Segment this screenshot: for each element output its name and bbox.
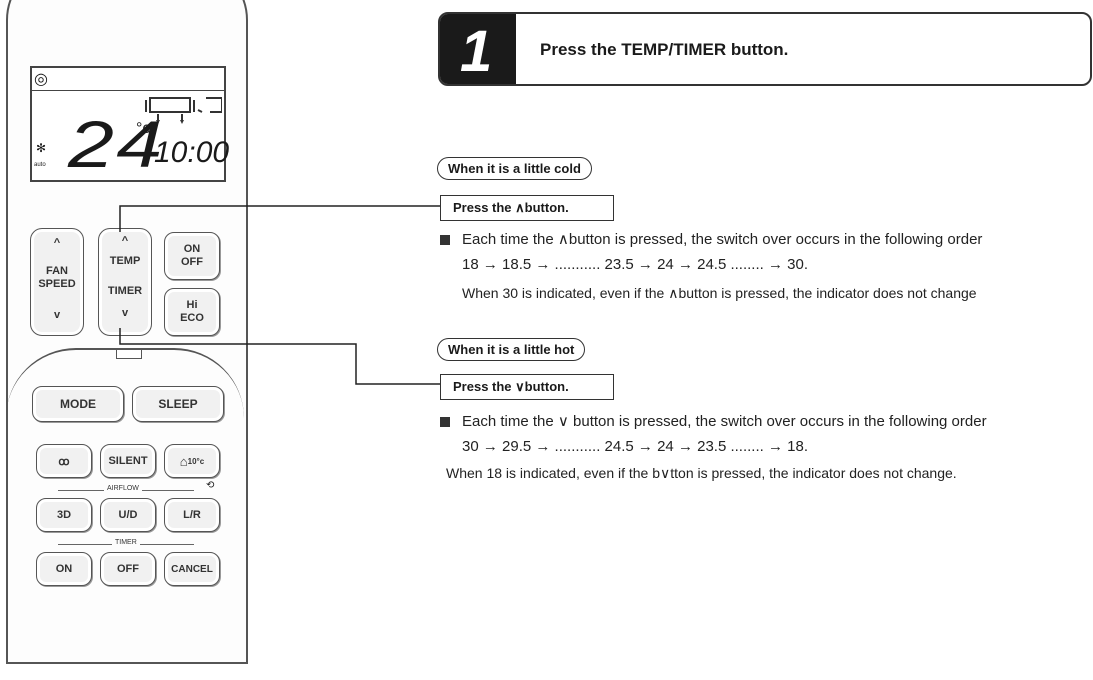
heat-10-label: 10°c [187, 456, 205, 466]
step-number: 1 [460, 19, 493, 84]
hot-bullet [440, 417, 450, 427]
on-off-button[interactable]: ON OFF [164, 232, 220, 280]
ud-label: U/D [118, 509, 138, 521]
ud-button[interactable]: U/D [100, 498, 156, 532]
lcd-time: 10:00 [154, 136, 230, 169]
silent-label: SILENT [108, 455, 148, 467]
timer-cancel-button[interactable]: CANCEL [164, 552, 220, 586]
cold-bullet [440, 235, 450, 245]
mode-label: MODE [60, 397, 96, 411]
timer-off-button[interactable]: OFF [100, 552, 156, 586]
timer-label: TIMER [107, 285, 143, 297]
lr-label: L/R [183, 509, 201, 521]
cold-limit-note: When 30 is indicated, even if the ∧butto… [462, 285, 977, 301]
hi-eco-label: Hi ECO [180, 299, 204, 324]
hot-sequence: 30 → 29.5 → ........... 24.5 → 24 → 23.5… [462, 438, 808, 455]
swing-icon: ꝏ [58, 455, 70, 468]
hi-eco-button[interactable]: Hi ECO [164, 288, 220, 336]
louver-icon [145, 97, 222, 124]
reset-icon: ⟲ [206, 480, 215, 491]
cold-press-instruction: Press the ∧button. [440, 195, 614, 221]
fan-speed-down-arrow: v [53, 309, 61, 321]
hot-limit-note: When 18 is indicated, even if the b∨tton… [446, 465, 957, 481]
fan-icon: ✻ [36, 141, 47, 155]
fan-speed-up-arrow: ^ [53, 237, 61, 249]
timer-group-label: TIMER [112, 539, 140, 546]
fan-speed-button[interactable]: ^ FAN SPEED v [30, 228, 84, 336]
house-icon: ⌂ [179, 453, 188, 469]
hot-press-instruction: Press the ∨button. [440, 374, 614, 400]
timer-on-button[interactable]: ON [36, 552, 92, 586]
swing-button[interactable]: ꝏ [36, 444, 92, 478]
remote-signal-icon: ◎ [34, 71, 48, 88]
lr-button[interactable]: L/R [164, 498, 220, 532]
cold-heading: When it is a little cold [437, 157, 592, 180]
hot-heading: When it is a little hot [437, 338, 586, 361]
lcd-divider [32, 90, 224, 91]
sleep-button[interactable]: SLEEP [132, 386, 224, 422]
remote-control: ◎ ✻ auto 24 °c 10:00 ^ FAN SPEED v ^ TEM… [6, 0, 248, 664]
cold-description: Each time the ∧button is pressed, the sw… [462, 231, 983, 248]
temp-up-arrow[interactable]: ^ [121, 235, 129, 247]
lcd-temperature-unit: °c [136, 120, 151, 137]
mode-button[interactable]: MODE [32, 386, 124, 422]
cold-sequence: 18 → 18.5 → ........... 23.5 → 24 → 24.5… [462, 256, 808, 273]
hot-description: Each time the ∨ button is pressed, the s… [462, 413, 987, 430]
lcd-temperature: 24 [68, 107, 165, 181]
step-instruction: Press the TEMP/TIMER button. [540, 40, 789, 59]
temp-down-arrow[interactable]: v [121, 307, 129, 319]
airflow-group-label: AIRFLOW [104, 485, 142, 492]
fan-speed-label: FAN SPEED [38, 265, 76, 290]
3d-button[interactable]: 3D [36, 498, 92, 532]
timer-cancel-label: CANCEL [171, 563, 213, 575]
step-badge: 1 [440, 14, 516, 84]
lcd-display: ◎ ✻ auto 24 °c 10:00 [30, 66, 230, 182]
step-header: 1 Press the TEMP/TIMER button. [438, 12, 1092, 86]
sleep-label: SLEEP [158, 397, 198, 411]
on-off-label: ON OFF [181, 243, 203, 268]
timer-on-label: ON [55, 563, 73, 575]
fan-mode-label: auto [34, 162, 46, 168]
silent-button[interactable]: SILENT [100, 444, 156, 478]
3d-label: 3D [56, 509, 72, 521]
temp-label: TEMP [109, 255, 141, 267]
heat-10-button[interactable]: ⌂ 10°c [164, 444, 220, 478]
timer-off-label: OFF [117, 563, 139, 575]
temp-timer-button[interactable]: ^ TEMP TIMER v [98, 228, 152, 336]
